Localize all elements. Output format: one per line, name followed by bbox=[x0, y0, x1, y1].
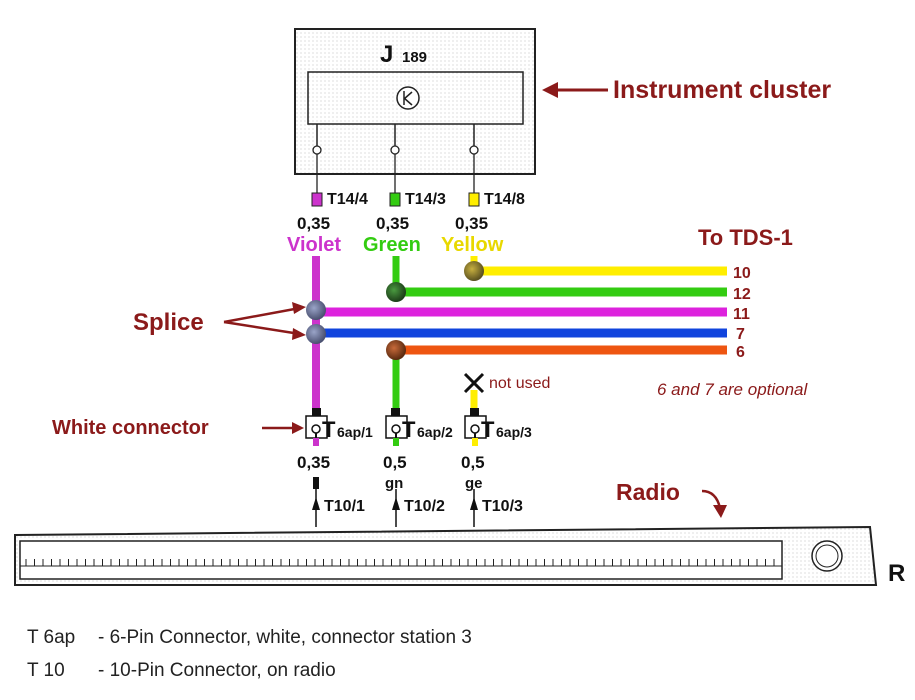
cluster-subscript: 189 bbox=[402, 49, 427, 66]
instrument-cluster-callout: Instrument cluster bbox=[542, 76, 831, 104]
legend: T 6ap - 6-Pin Connector, white, connecto… bbox=[27, 627, 472, 681]
wire-size-yellow: 0,35 bbox=[455, 214, 488, 233]
instrument-cluster-label: Instrument cluster bbox=[613, 76, 831, 104]
white-connector-pins: T 6ap/1 T 6ap/2 T 6ap/3 bbox=[305, 408, 532, 442]
connector-pin-label-1: 6ap/1 bbox=[337, 424, 373, 440]
instrument-cluster-block: J 189 bbox=[294, 28, 536, 196]
connector-pin-label-3: 6ap/3 bbox=[496, 424, 532, 440]
wire-size-green: 0,35 bbox=[376, 214, 409, 233]
not-used-mark: not used bbox=[463, 372, 550, 394]
white-connector-callout: White connector bbox=[52, 417, 304, 439]
legend-code-1: T 6ap bbox=[27, 627, 75, 648]
wire-color-green: Green bbox=[363, 234, 421, 256]
legend-code-2: T 10 bbox=[27, 660, 65, 681]
radio-scale-ticks bbox=[25, 559, 775, 566]
lower-wire-stubs bbox=[313, 438, 478, 446]
pin-label-t10-2: T10/2 bbox=[404, 498, 445, 515]
white-connector-label: White connector bbox=[52, 417, 209, 439]
legend-text-1: - 6-Pin Connector, white, connector stat… bbox=[98, 627, 472, 648]
junction-dots bbox=[306, 261, 484, 360]
pin-label-t14-4: T14/4 bbox=[327, 191, 368, 208]
tds-wires bbox=[316, 266, 727, 355]
connector-prefix-2: T bbox=[402, 417, 416, 442]
legend-text-2: - 10-Pin Connector, on radio bbox=[98, 660, 336, 681]
radio-callout: Radio bbox=[616, 479, 727, 518]
black-wire-mark bbox=[313, 477, 319, 489]
splice-callout: Splice bbox=[133, 302, 306, 340]
optional-note: 6 and 7 are optional bbox=[657, 380, 809, 399]
pin-label-t10-3: T10/3 bbox=[482, 498, 523, 515]
radio-pin-markers bbox=[312, 489, 478, 527]
wire-size-violet: 0,35 bbox=[297, 214, 330, 233]
tds-label: To TDS-1 bbox=[698, 225, 793, 250]
connector-pin-3: T 6ap/3 bbox=[464, 408, 532, 442]
wire-color-yellow: Yellow bbox=[441, 234, 504, 256]
pin-label-t14-3: T14/3 bbox=[405, 191, 446, 208]
cluster-code: J bbox=[380, 41, 393, 68]
radio-label: Radio bbox=[616, 479, 680, 505]
connector-prefix-3: T bbox=[481, 417, 495, 442]
tachometer-icon bbox=[396, 86, 420, 110]
wire-num-6: 6 bbox=[736, 344, 745, 361]
splice-label: Splice bbox=[133, 309, 204, 336]
wire-color-violet: Violet bbox=[287, 234, 341, 256]
wire-num-11: 11 bbox=[733, 306, 750, 323]
wire-code-ge: ge bbox=[465, 475, 483, 492]
connector-pin-1: T 6ap/1 bbox=[305, 408, 373, 442]
lower-size-2: 0,5 bbox=[383, 453, 407, 472]
connector-pin-2: T 6ap/2 bbox=[385, 408, 453, 442]
radio-unit: R bbox=[14, 525, 905, 587]
radio-knob-icon bbox=[811, 540, 843, 572]
pin-label-t10-1: T10/1 bbox=[324, 498, 365, 515]
connector-pin-label-2: 6ap/2 bbox=[417, 424, 453, 440]
wire-num-7: 7 bbox=[736, 326, 745, 343]
lower-size-1: 0,35 bbox=[297, 453, 330, 472]
lower-size-3: 0,5 bbox=[461, 453, 485, 472]
wire-code-gn: gn bbox=[385, 475, 403, 492]
top-pin-markers bbox=[311, 192, 480, 207]
radio-letter: R bbox=[888, 560, 905, 587]
pin-label-t14-8: T14/8 bbox=[484, 191, 525, 208]
wire-num-12: 12 bbox=[733, 286, 751, 303]
wire-num-10: 10 bbox=[733, 265, 751, 282]
not-used-label: not used bbox=[489, 375, 550, 392]
connector-prefix-1: T bbox=[322, 417, 336, 442]
